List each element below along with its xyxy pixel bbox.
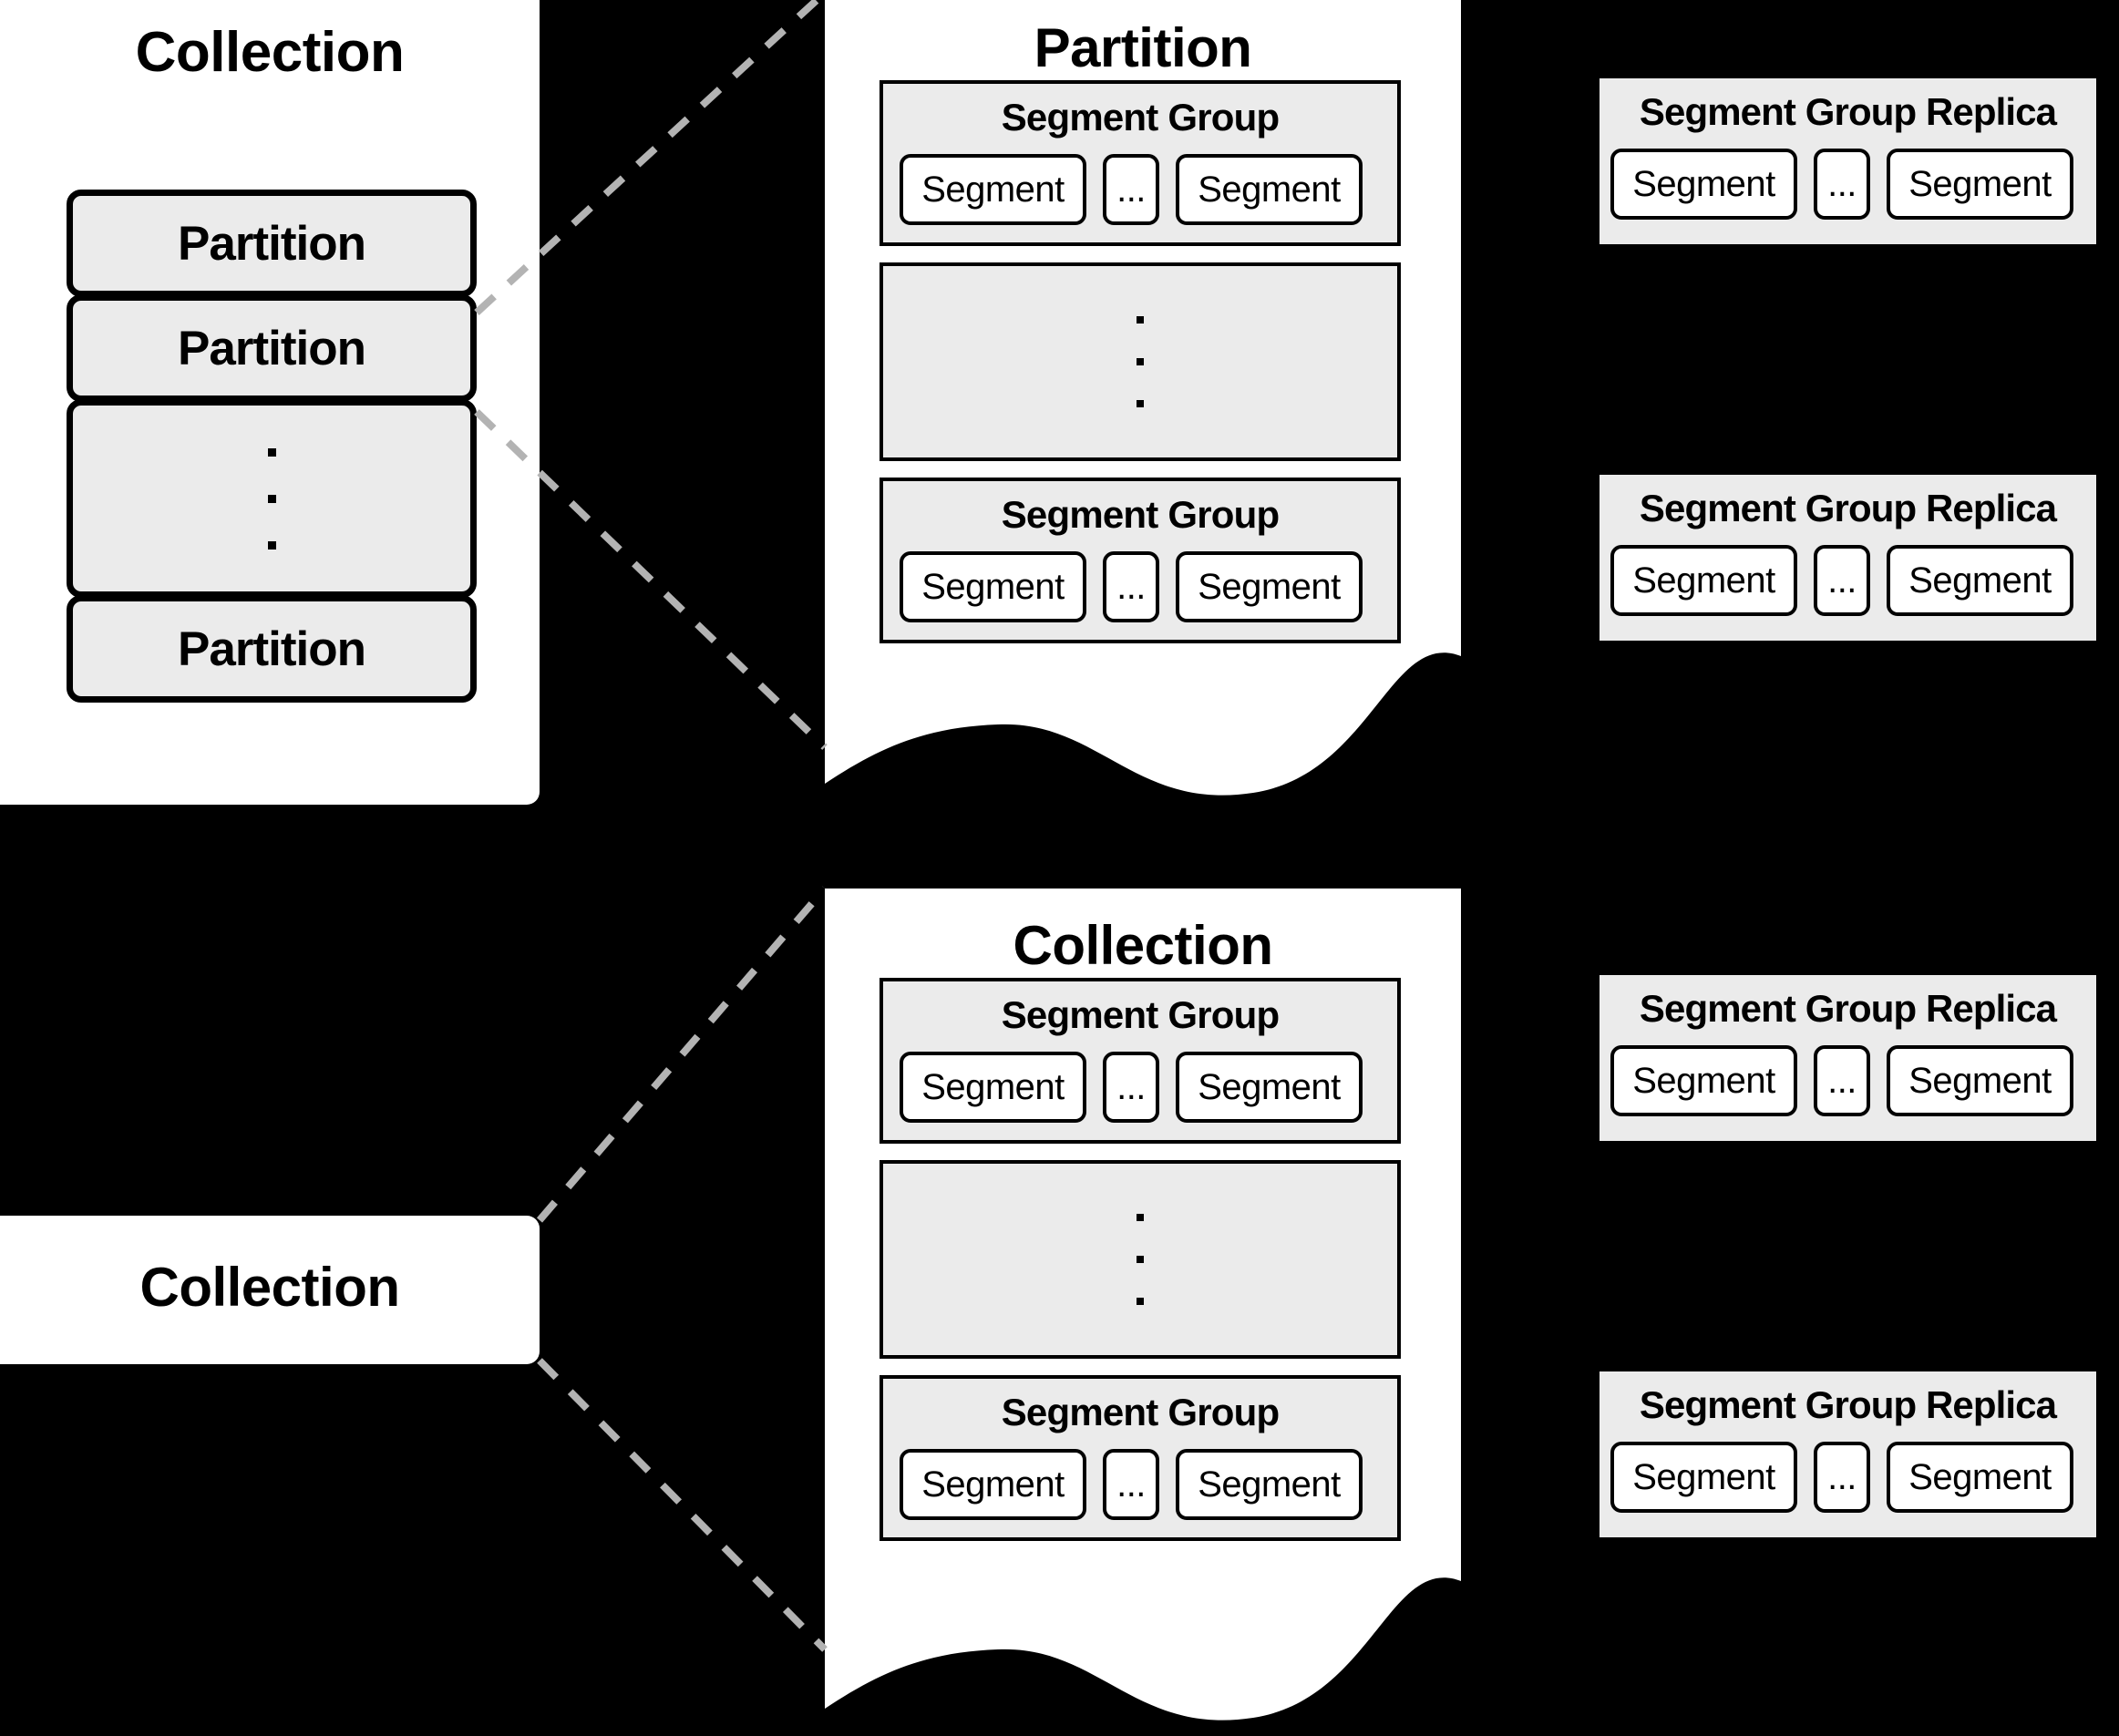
bottom-replica-2-segments: Segment ... Segment — [1610, 1442, 2073, 1513]
segment-box[interactable]: Segment — [900, 551, 1086, 622]
bottom-replica-1-segments: Segment ... Segment — [1610, 1045, 2073, 1116]
connector-dashed-bottom-upper — [536, 886, 828, 1223]
segment-box[interactable]: Segment — [1610, 149, 1797, 220]
top-replica-1-segments: Segment ... Segment — [1610, 149, 2073, 220]
segment-box[interactable]: Segment — [1887, 545, 2073, 616]
top-segment-group-1-segments: Segment ... Segment — [900, 154, 1363, 225]
segment-box[interactable]: Segment — [1610, 545, 1797, 616]
bottom-replica-2-title: Segment Group Replica — [1639, 1383, 2057, 1426]
segment-ellipsis-icon: ... — [1103, 1052, 1159, 1123]
partition-row-1-label: Partition — [178, 216, 366, 271]
top-collection-panel-title: Collection — [135, 21, 405, 84]
spacer — [1797, 184, 1814, 185]
bottom-segment-group-1[interactable]: Segment Group Segment ... Segment — [879, 978, 1401, 1144]
bottom-replica-1[interactable]: Segment Group Replica Segment ... Segmen… — [1600, 975, 2096, 1141]
segment-box[interactable]: Segment — [1887, 1442, 2073, 1513]
spacer — [1159, 587, 1176, 588]
segment-group-vertical-ellipsis-icon — [883, 1164, 1397, 1355]
spacer — [1870, 580, 1887, 581]
segment-box[interactable]: Segment — [1176, 1052, 1363, 1123]
spacer — [1086, 587, 1103, 588]
segment-box[interactable]: Segment — [900, 154, 1086, 225]
partition-row-ellipsis — [67, 399, 477, 598]
segment-ellipsis-icon: ... — [1103, 551, 1159, 622]
segment-box[interactable]: Segment — [1610, 1045, 1797, 1116]
spacer — [1086, 1087, 1103, 1088]
top-partition-detail-panel: Partition Segment Group Segment ... Segm… — [825, 0, 1461, 811]
bottom-collection-card-title: Collection — [139, 1257, 400, 1318]
partition-row-2-label: Partition — [178, 321, 366, 375]
spacer — [1797, 1081, 1814, 1082]
bottom-segment-group-1-title: Segment Group — [1001, 993, 1280, 1036]
segment-box[interactable]: Segment — [900, 1052, 1086, 1123]
segment-box[interactable]: Segment — [1887, 1045, 2073, 1116]
top-replica-2[interactable]: Segment Group Replica Segment ... Segmen… — [1600, 475, 2096, 641]
spacer — [1797, 1477, 1814, 1478]
bottom-collection-card[interactable]: Collection — [0, 1216, 540, 1364]
bottom-collection-detail-panel: Collection Segment Group Segment ... Seg… — [825, 889, 1461, 1736]
spacer — [1159, 1484, 1176, 1485]
segment-box[interactable]: Segment — [1176, 154, 1363, 225]
segment-ellipsis-icon: ... — [1814, 545, 1870, 616]
spacer — [1797, 580, 1814, 581]
top-collection-panel: Collection Partition Partition Partition — [0, 0, 540, 805]
top-segment-group-ellipsis — [879, 262, 1401, 461]
spacer — [1870, 1477, 1887, 1478]
segment-box[interactable]: Segment — [1887, 149, 2073, 220]
segment-box[interactable]: Segment — [900, 1449, 1086, 1520]
spacer — [1086, 1484, 1103, 1485]
bottom-collection-panel-title: Collection — [1013, 915, 1273, 976]
top-segment-group-2[interactable]: Segment Group Segment ... Segment — [879, 478, 1401, 643]
partition-row-1[interactable]: Partition — [67, 190, 477, 297]
bottom-segment-group-2-segments: Segment ... Segment — [900, 1449, 1363, 1520]
top-segment-group-2-segments: Segment ... Segment — [900, 551, 1363, 622]
partition-row-3-label: Partition — [178, 621, 366, 676]
top-replica-2-segments: Segment ... Segment — [1610, 545, 2073, 616]
spacer — [1159, 1087, 1176, 1088]
top-partition-panel-title: Partition — [1034, 17, 1252, 78]
bottom-replica-2[interactable]: Segment Group Replica Segment ... Segmen… — [1600, 1371, 2096, 1537]
top-segment-group-2-title: Segment Group — [1001, 493, 1280, 536]
connector-dashed-bottom-lower — [537, 1358, 828, 1652]
segment-box[interactable]: Segment — [1610, 1442, 1797, 1513]
segment-ellipsis-icon: ... — [1814, 1045, 1870, 1116]
segment-ellipsis-icon: ... — [1103, 1449, 1159, 1520]
partition-row-3[interactable]: Partition — [67, 595, 477, 703]
top-segment-group-1-title: Segment Group — [1001, 96, 1280, 139]
bottom-replica-1-title: Segment Group Replica — [1639, 987, 2057, 1030]
top-replica-1-title: Segment Group Replica — [1639, 90, 2057, 133]
segment-box[interactable]: Segment — [1176, 1449, 1363, 1520]
segment-group-vertical-ellipsis-icon — [883, 266, 1397, 457]
bottom-segment-group-2[interactable]: Segment Group Segment ... Segment — [879, 1375, 1401, 1541]
segment-ellipsis-icon: ... — [1814, 149, 1870, 220]
spacer — [1870, 184, 1887, 185]
top-replica-2-title: Segment Group Replica — [1639, 487, 2057, 529]
top-replica-1[interactable]: Segment Group Replica Segment ... Segmen… — [1600, 78, 2096, 244]
bottom-segment-group-2-title: Segment Group — [1001, 1391, 1280, 1433]
partition-vertical-ellipsis-icon — [73, 406, 470, 591]
top-segment-group-1[interactable]: Segment Group Segment ... Segment — [879, 80, 1401, 246]
segment-box[interactable]: Segment — [1176, 551, 1363, 622]
spacer — [1870, 1081, 1887, 1082]
bottom-segment-group-1-segments: Segment ... Segment — [900, 1052, 1363, 1123]
segment-ellipsis-icon: ... — [1103, 154, 1159, 225]
partition-row-2[interactable]: Partition — [67, 294, 477, 402]
segment-ellipsis-icon: ... — [1814, 1442, 1870, 1513]
bottom-segment-group-ellipsis — [879, 1160, 1401, 1359]
